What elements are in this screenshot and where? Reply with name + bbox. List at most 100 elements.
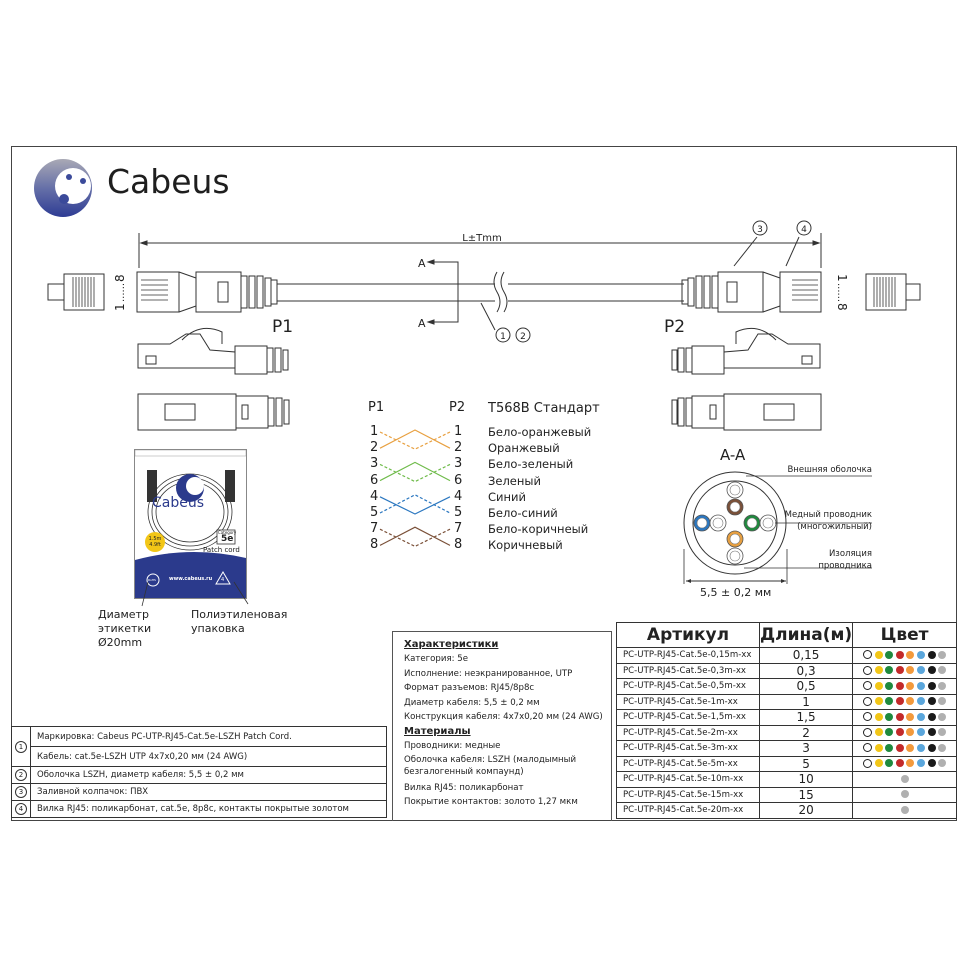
pin-range-left-sep: ...... [116,283,127,302]
wiring-col-p2: P2 [449,400,466,415]
wiring-p1-pin: 6 [370,472,379,488]
characteristic-item: Категория: 5e [404,654,469,664]
product-colors [852,755,957,772]
color-swatch-icon [906,666,915,675]
wire-line-8 [379,526,451,546]
color-swatch-icon [906,712,915,721]
color-swatch-icon [927,743,936,752]
header-sku: Артикул [616,622,760,648]
material-item: Покрытие контактов: золото 1,27 мкм [404,797,578,808]
wire-line-4 [379,496,451,515]
characteristic-item: Конструкция кабеля: 4x7x0,20 мм (24 AWG) [404,712,603,723]
note-number-cell: 1 [11,726,31,767]
wiring-p2-pin: 2 [454,440,463,456]
package-length-ft: 4.9ft [149,542,161,548]
callout-3: 3 [757,225,763,235]
product-length: 1,5 [758,709,854,726]
color-swatch-icon [885,728,894,737]
color-swatch-icon [863,758,872,768]
characteristics-title: Характеристики [404,639,499,650]
label-diameter-line-1: Диаметр [98,608,149,621]
color-swatch-icon [938,681,947,690]
wiring-p2-pin: 6 [454,472,463,488]
product-colors [852,662,957,679]
product-colors [852,740,957,757]
wiring-p1-pin: 5 [370,505,379,520]
color-swatch-icon [863,712,872,722]
color-swatch-icon [916,759,925,768]
product-sku: PC-UTP-RJ45-Cat.5e-2m-xx [616,724,760,741]
product-table: Артикул Длина(м) Цвет PC-UTP-RJ45-Cat.5e… [616,622,957,819]
wiring-p1-pin: 1 [370,424,379,439]
material-item: Проводники: медные [404,740,501,751]
wiring-p1-pin: 3 [370,456,379,472]
cross-section-title: A-A [720,446,746,464]
wire-line-3 [379,463,451,483]
materials-title: Материалы [404,725,471,737]
note-number-cell: 4 [11,800,31,818]
product-colors [852,709,957,726]
characteristic-item: Диаметр кабеля: 5,5 ± 0,2 мм [404,697,540,708]
color-swatch-icon [874,666,883,675]
wire-line-7 [379,528,451,548]
product-sku: PC-UTP-RJ45-Cat.5e-0,5m-xx [616,678,760,695]
note-row: Кабель: cat.5e-LSZH UTP 4x7x0,20 мм (24 … [12,746,387,767]
header-length: Длина(м) [758,622,854,648]
pin-range-right-end: 8 [835,303,849,311]
wiring-p1-pin: 7 [370,521,379,537]
cable-drawing: L±Tmm A A P1 P2 3 4 1 2 1 ...... 8 1 ...… [47,220,921,431]
product-length: 5 [758,755,854,772]
product-length: 0,5 [758,678,854,695]
material-item: безгалогенный компаунд) [404,766,524,777]
color-swatch-icon [900,805,909,814]
color-swatch-icon [895,743,904,752]
note-number: 2 [15,769,27,781]
color-swatch-icon [885,712,894,721]
color-swatch-icon [906,697,915,706]
color-swatch-icon [895,712,904,721]
color-swatch-icon [895,650,904,659]
pin-range-right-sep: ...... [835,283,846,302]
package-recycle-number: 4 [221,577,225,583]
wiring-color-name: Бело-синий [488,506,558,520]
wiring-p2-pin: 7 [454,521,463,537]
color-swatch-icon [885,743,894,752]
product-colors [852,802,957,819]
product-sku: PC-UTP-RJ45-Cat.5e-1,5m-xx [616,709,760,726]
color-swatch-icon [885,650,894,659]
label-insulation-1: Изоляция [828,549,872,559]
product-sku: PC-UTP-RJ45-Cat.5e-1m-xx [616,693,760,710]
color-swatch-icon [874,697,883,706]
pin-range-right-start: 1 [835,274,849,282]
note-text: Вилка RJ45: поликарбонат, cat.5e, 8p8c, … [30,800,387,818]
product-sku: PC-UTP-RJ45-Cat.5e-3m-xx [616,740,760,757]
header-color: Цвет [852,622,957,648]
note-number: 3 [15,786,27,798]
wiring-p2-pin: 4 [454,488,463,504]
color-swatch-icon [906,650,915,659]
product-length: 0,15 [758,647,854,664]
wiring-p2-pin: 3 [454,456,463,472]
package-patch-cord: Patch cord [203,546,240,554]
material-item: Оболочка кабеля: LSZH (малодымный [404,754,577,765]
wiring-color-name: Коричневый [488,538,563,553]
label-packaging-line-2: упаковка [191,622,245,635]
color-swatch-icon [927,728,936,737]
datasheet-frame [11,146,957,821]
wiring-color-name: Бело-коричнеый [488,522,589,537]
color-swatch-icon [916,666,925,675]
wire-line-2 [379,429,451,449]
color-swatch-icon [938,712,947,721]
diameter-dimension [686,579,786,583]
color-swatch-icon [938,743,947,752]
material-item: Вилка RJ45: поликарбонат [404,782,524,793]
wiring-p1-pin: 8 [370,537,379,553]
section-marker-top: A [418,257,426,270]
product-length: 15 [758,786,854,803]
wiring-color-name: Бело-оранжевый [488,425,592,439]
